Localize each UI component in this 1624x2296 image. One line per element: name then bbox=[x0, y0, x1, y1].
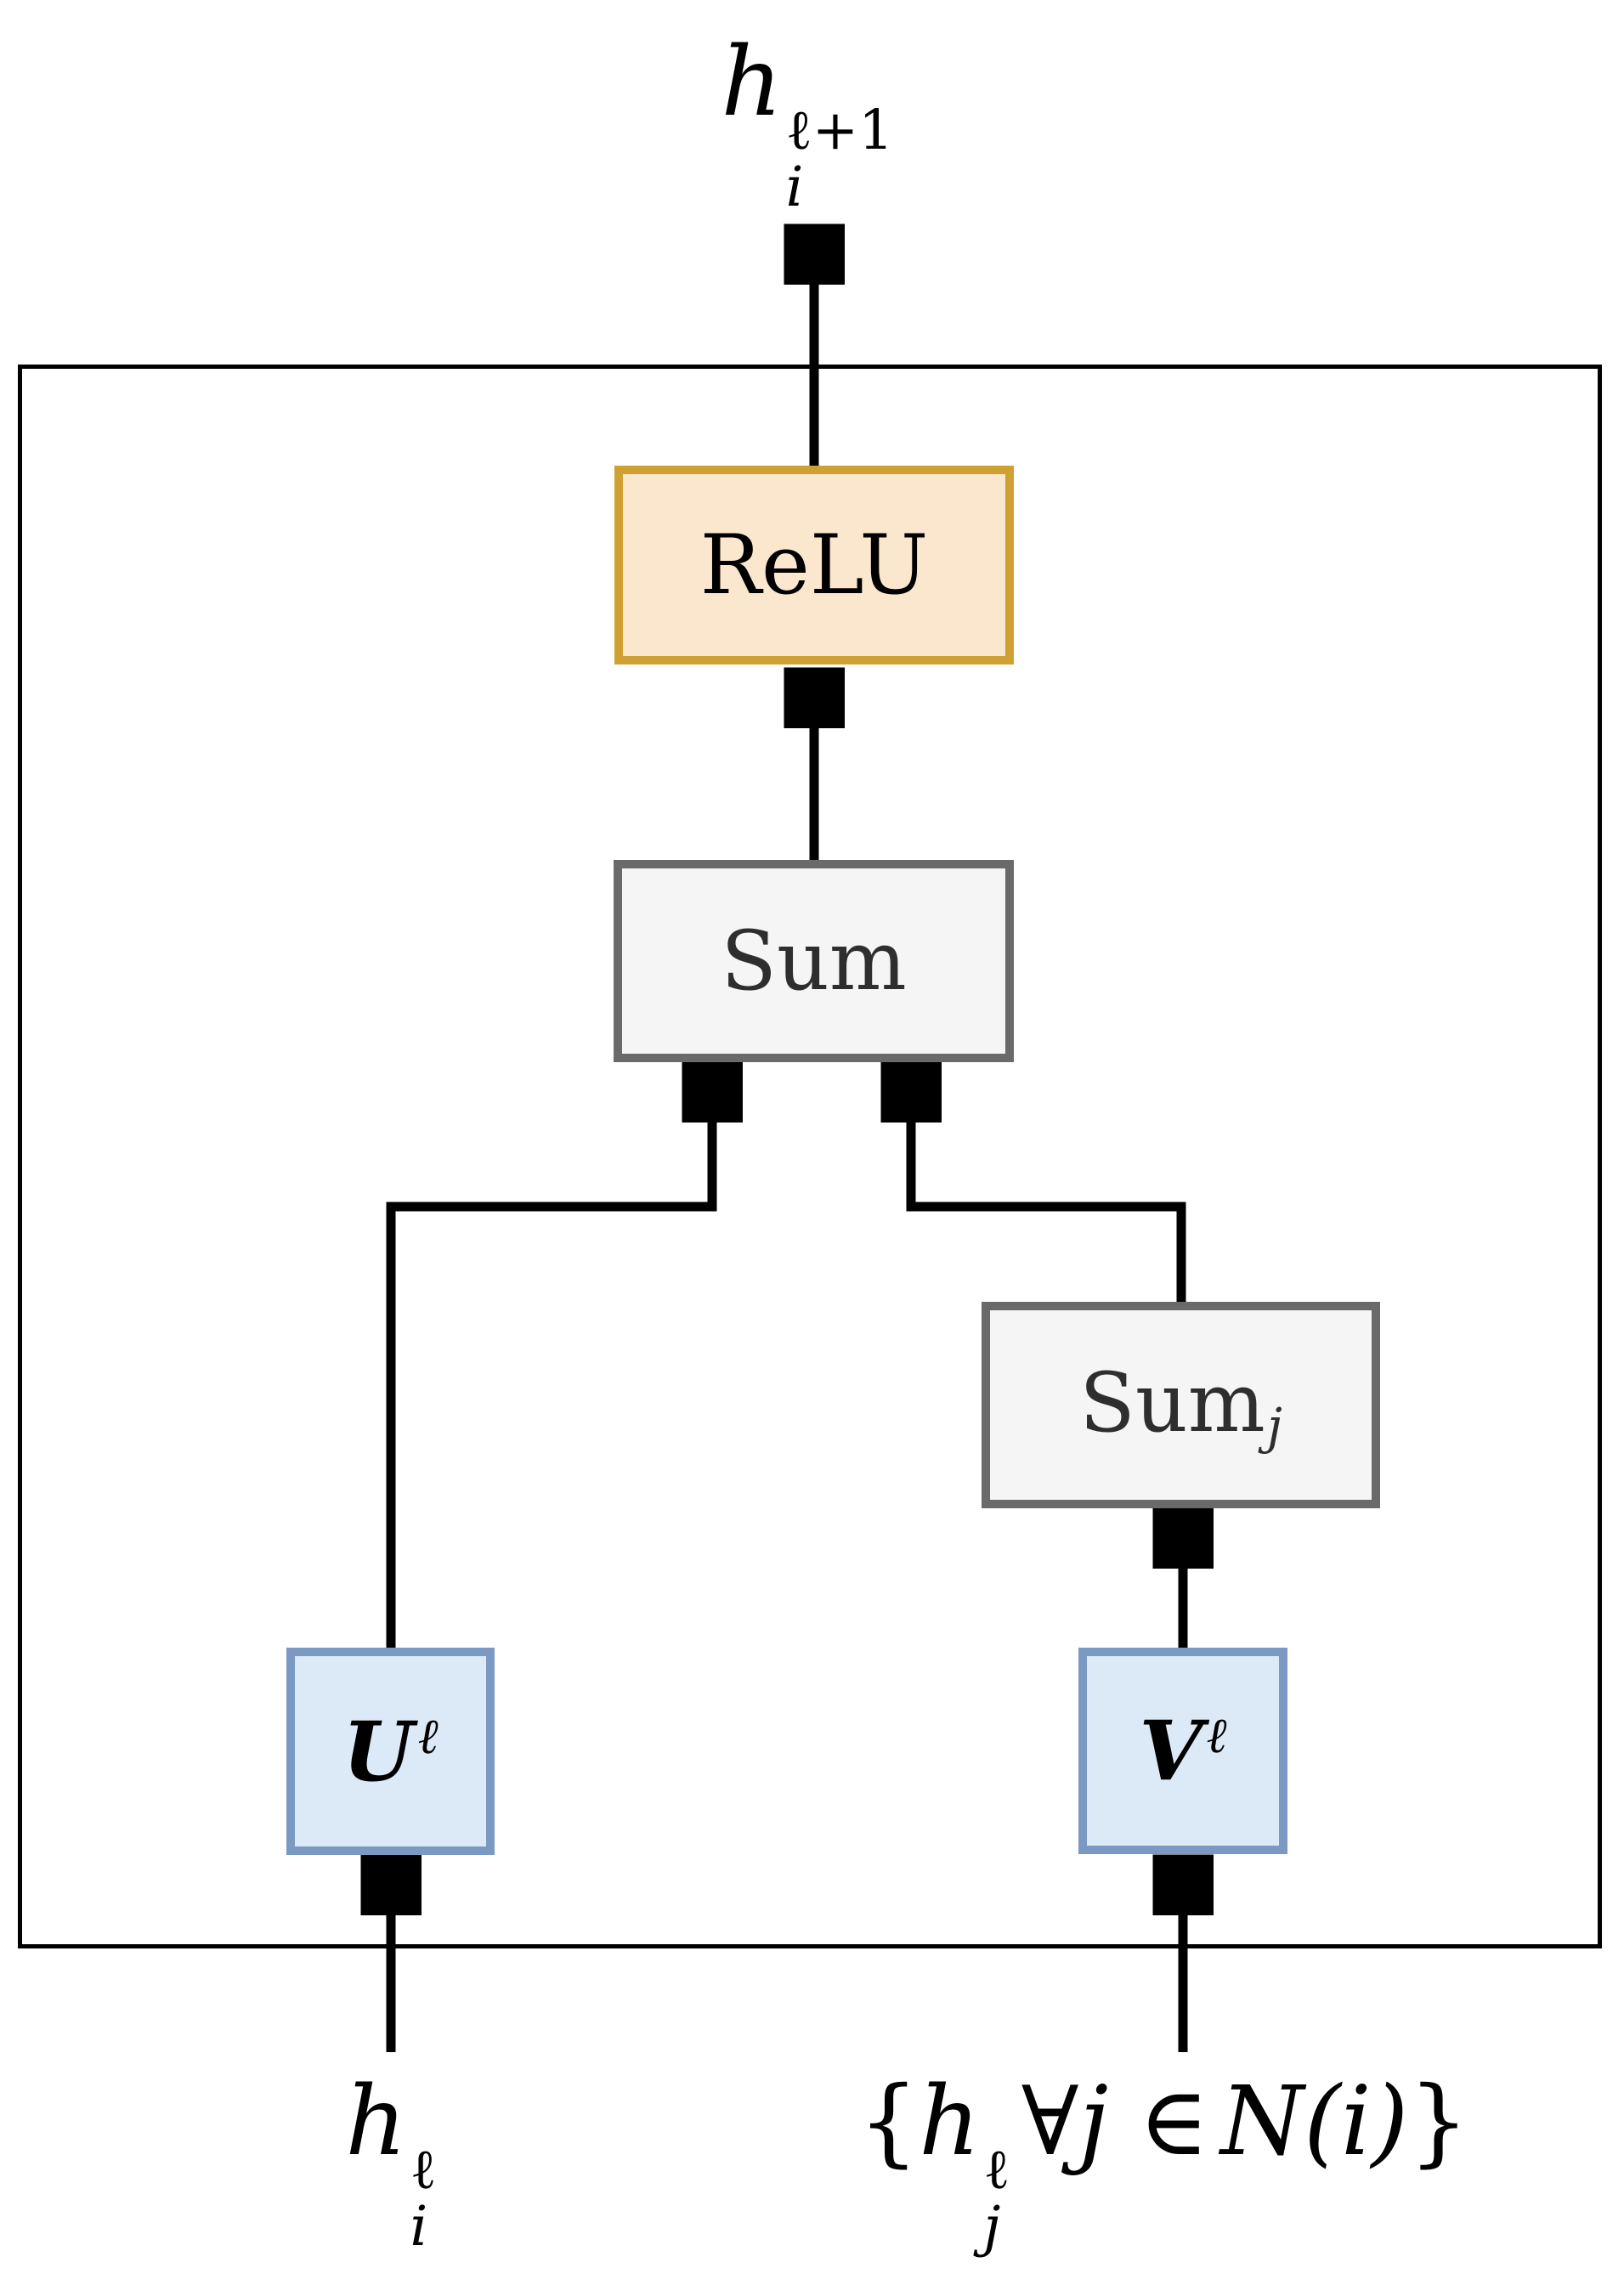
sum-label: Sum bbox=[721, 913, 907, 1009]
u-weight-node: Uℓ bbox=[286, 1648, 495, 1855]
relu-label: ReLU bbox=[699, 517, 929, 613]
v-label: Vℓ bbox=[1139, 1703, 1227, 1799]
neighborhood-set: N bbox=[1220, 2067, 1304, 2177]
edge-u-to-sum bbox=[386, 1074, 712, 1648]
sum-node: Sum bbox=[614, 860, 1014, 1062]
close-brace: } bbox=[1408, 2067, 1469, 2177]
u-label: Uℓ bbox=[342, 1703, 439, 1800]
v-weight-node: Vℓ bbox=[1078, 1648, 1287, 1854]
sum-j-subscript: j bbox=[1267, 1398, 1282, 1456]
sum-j-label: Sumj bbox=[1079, 1354, 1282, 1456]
v-superscript: ℓ bbox=[1206, 1707, 1227, 1765]
set-argument: (i) bbox=[1304, 2067, 1409, 2177]
u-superscript: ℓ bbox=[417, 1707, 439, 1765]
forall-quantifier: ∀j ∈ bbox=[1021, 2067, 1209, 2177]
edge-sumj-to-sum bbox=[911, 1074, 1186, 1302]
sum-j-node: Sumj bbox=[982, 1302, 1380, 1508]
open-brace: { bbox=[858, 2067, 920, 2177]
relu-node: ReLU bbox=[614, 466, 1014, 664]
